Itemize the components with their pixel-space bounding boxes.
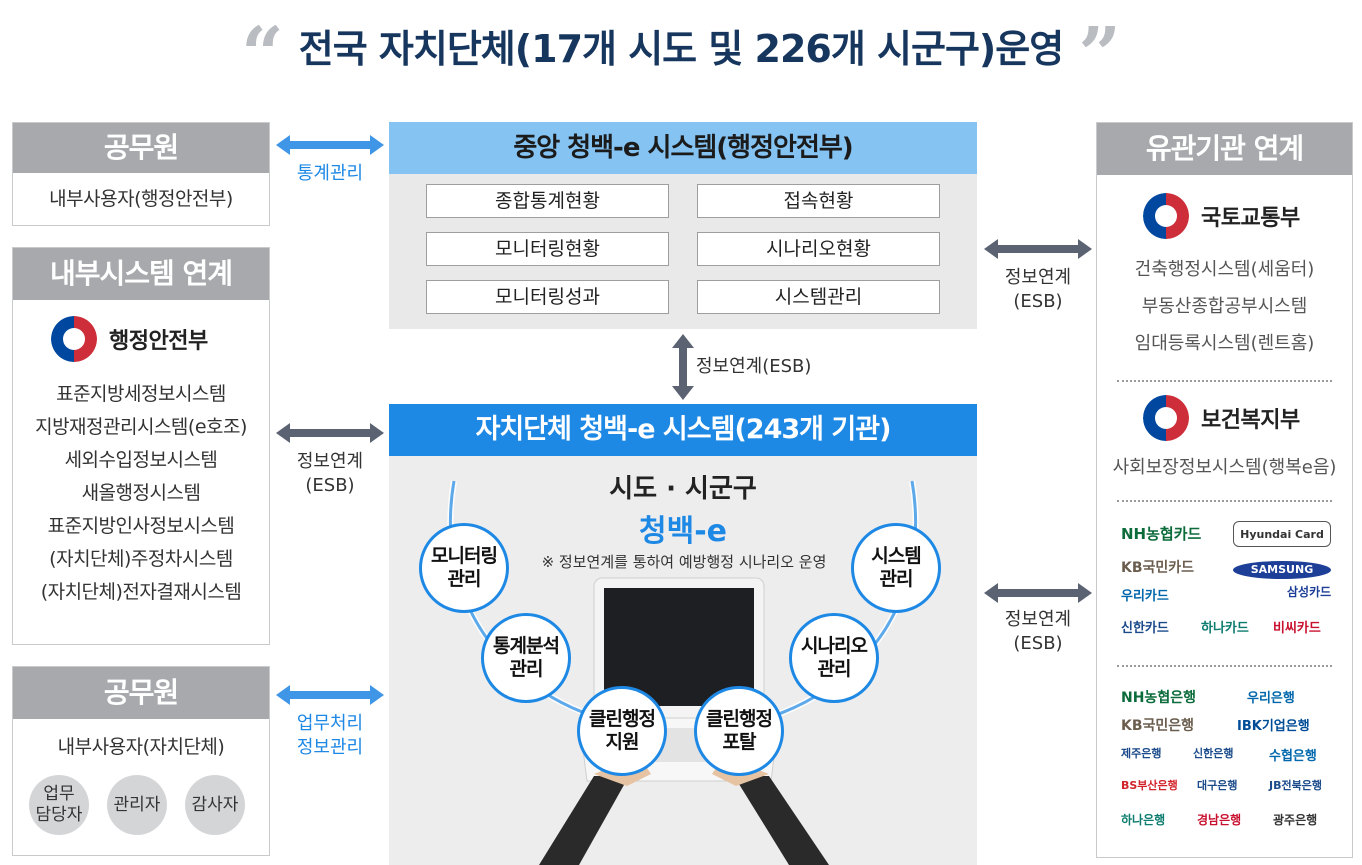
logo-nh-bank: NH농협은행	[1121, 690, 1196, 706]
menu-scenario-status[interactable]: 시나리오현황	[697, 232, 940, 266]
official-bottom-panel: 공무원 내부사용자(자치단체) 업무 담당자 관리자 감사자	[12, 666, 270, 856]
list-item: 부동산종합공부시스템	[1141, 296, 1308, 317]
local-note: ※ 정보연계를 통하여 예방행정 시나리오 운영	[541, 553, 827, 571]
esb-right-bottom-arrow-icon	[984, 583, 1092, 603]
role-admin: 관리자	[107, 775, 167, 835]
menu-monitoring-results[interactable]: 모니터링성과	[426, 280, 669, 314]
logo-hana-bank: 하나은행	[1121, 813, 1166, 827]
esb-right-bottom-label: 정보연계 (ESB)	[1004, 609, 1072, 654]
list-item: 새올행정시스템	[81, 482, 201, 504]
esb-vertical-arrow-icon	[672, 334, 694, 400]
stats-label: 통계관리	[296, 163, 364, 184]
local-brand: 청백-e	[639, 514, 727, 549]
official-top-panel: 공무원 내부사용자(행정안전부)	[12, 122, 270, 226]
central-system-header: 중앙 청백-e 시스템(행정안전부)	[389, 122, 977, 174]
molit-list: 건축행정시스템(세움터) 부동산종합공부시스템 임대등록시스템(렌트홈)	[1097, 251, 1352, 362]
mohw-name: 보건복지부	[1201, 408, 1300, 433]
logo-kb-bank: KB국민은행	[1121, 718, 1195, 734]
local-system-body: 시도 · 시군구 청백-e ※ 정보연계를 통하여 예방행정 시나리오 운영 모…	[389, 456, 977, 865]
logo-woori-bank: 우리은행	[1247, 691, 1295, 706]
mohw-item: 사회보장정보시스템(행복e음)	[1112, 457, 1337, 478]
list-item: (자치단체)주정차시스템	[49, 548, 233, 570]
government-emblem-icon	[1143, 395, 1189, 441]
list-item: 건축행정시스템(세움터)	[1134, 259, 1315, 280]
list-item: 지방재정관리시스템(e호조)	[35, 416, 247, 438]
logo-jb-bank: JB전북은행	[1269, 779, 1322, 792]
logo-woori-card: 우리카드	[1121, 589, 1169, 604]
stats-arrow-icon	[276, 135, 384, 155]
related-agencies-panel: 유관기관 연계 국토교통부 건축행정시스템(세움터) 부동산종합공부시스템 임대…	[1096, 122, 1353, 858]
official-top-text: 내부사용자(행정안전부)	[49, 188, 233, 210]
circle-system[interactable]: 시스템 관리	[851, 523, 941, 613]
page-title: “ 전국 자치단체(17개 시도 및 226개 시군구)운영 ”	[0, 18, 1362, 92]
esb-left-label: 정보연계 (ESB)	[296, 451, 364, 496]
mohw-org: 보건복지부	[1143, 395, 1300, 441]
logo-gyeongnam-bank: 경남은행	[1197, 813, 1242, 827]
menu-system-admin[interactable]: 시스템관리	[697, 280, 940, 314]
esb-right-top-label: 정보연계 (ESB)	[1004, 267, 1072, 312]
logo-shinhan-bank: 신한은행	[1193, 747, 1234, 760]
logo-hyundai-card: Hyundai Card	[1233, 521, 1331, 547]
official-bottom-text: 내부사용자(자치단체)	[57, 736, 225, 758]
esb-right-top-arrow-icon	[984, 239, 1092, 259]
logo-daegu-bank: 대구은행	[1197, 779, 1238, 792]
logo-shinhan-card: 신한카드	[1121, 621, 1169, 636]
internal-system-panel: 내부시스템 연계 행정안전부 표준지방세정보시스템 지방재정관리시스템(e호조)…	[12, 247, 270, 645]
official-top-header: 공무원	[13, 123, 269, 173]
mois-name: 행정안전부	[109, 329, 208, 354]
internal-system-list: 표준지방세정보시스템 지방재정관리시스템(e호조) 세외수입정보시스템 새올행정…	[13, 378, 269, 609]
list-item: (자치단체)전자결재시스템	[40, 581, 242, 603]
logo-kb-card: KB국민카드	[1121, 560, 1195, 576]
list-item: 표준지방인사정보시스템	[47, 515, 235, 537]
menu-monitoring-status[interactable]: 모니터링현황	[426, 232, 669, 266]
mois-org: 행정안전부	[51, 316, 208, 362]
list-item: 표준지방세정보시스템	[56, 383, 226, 405]
menu-total-stats[interactable]: 종합통계현황	[426, 184, 669, 218]
central-system-panel: 중앙 청백-e 시스템(행정안전부) 종합통계현황 접속현황 모니터링현황 시나…	[389, 122, 977, 329]
open-quote-icon: “	[241, 12, 284, 98]
card-logos: NH농협카드 Hyundai Card KB국민카드 SAMSUNG 삼성카드 …	[1097, 513, 1352, 653]
logo-bc-card: 비씨카드	[1273, 621, 1321, 636]
bank-logos: NH농협은행 우리은행 KB국민은행 IBK기업은행 제주은행 신한은행 수협은…	[1097, 677, 1352, 847]
work-arrow-icon	[276, 685, 384, 705]
close-quote-icon: ”	[1078, 12, 1121, 98]
list-item: 임대등록시스템(렌트홈)	[1134, 333, 1315, 354]
internal-system-header: 내부시스템 연계	[13, 248, 269, 300]
logo-nh-card: NH농협카드	[1121, 525, 1202, 543]
local-system-header: 자치단체 청백-e 시스템(243개 기관)	[389, 404, 977, 456]
molit-org: 국토교통부	[1143, 193, 1300, 239]
logo-hana-card: 하나카드	[1201, 621, 1249, 636]
esb-left-arrow-icon	[276, 423, 384, 443]
logo-gwangju-bank: 광주은행	[1273, 813, 1318, 827]
logo-jeju-bank: 제주은행	[1121, 747, 1162, 760]
circle-scenario[interactable]: 시나리오 관리	[789, 613, 879, 703]
official-bottom-header: 공무원	[13, 667, 269, 719]
circle-clean-portal[interactable]: 클린행정 포탈	[694, 686, 784, 776]
divider	[1117, 380, 1332, 382]
molit-name: 국토교통부	[1201, 206, 1300, 231]
divider	[1117, 500, 1332, 502]
government-emblem-icon	[1143, 193, 1189, 239]
circle-stats-analysis[interactable]: 통계분석 관리	[481, 613, 571, 703]
logo-ibk-bank: IBK기업은행	[1237, 719, 1310, 734]
role-auditor: 감사자	[185, 775, 245, 835]
list-item: 세외수입정보시스템	[64, 449, 218, 471]
related-agencies-header: 유관기관 연계	[1097, 123, 1352, 175]
work-label: 업무처리 정보관리	[296, 713, 364, 758]
divider	[1117, 665, 1332, 667]
circle-clean-support[interactable]: 클린행정 지원	[577, 686, 667, 776]
menu-access-status[interactable]: 접속현황	[697, 184, 940, 218]
logo-suhyup-bank: 수협은행	[1269, 749, 1317, 764]
role-bubbles: 업무 담당자 관리자 감사자	[29, 775, 245, 835]
logo-samsung: SAMSUNG	[1233, 561, 1331, 579]
government-emblem-icon	[51, 316, 97, 362]
esb-vertical-label: 정보연계(ESB)	[696, 356, 812, 377]
local-subtitle: 시도 · 시군구	[609, 474, 757, 504]
title-text: 전국 자치단체(17개 시도 및 226개 시군구)운영	[298, 27, 1064, 71]
circle-monitoring[interactable]: 모니터링 관리	[419, 523, 509, 613]
logo-busan-bank: BS부산은행	[1121, 779, 1178, 792]
role-staff: 업무 담당자	[29, 775, 89, 835]
logo-samsung-card: 삼성카드	[1287, 585, 1332, 599]
